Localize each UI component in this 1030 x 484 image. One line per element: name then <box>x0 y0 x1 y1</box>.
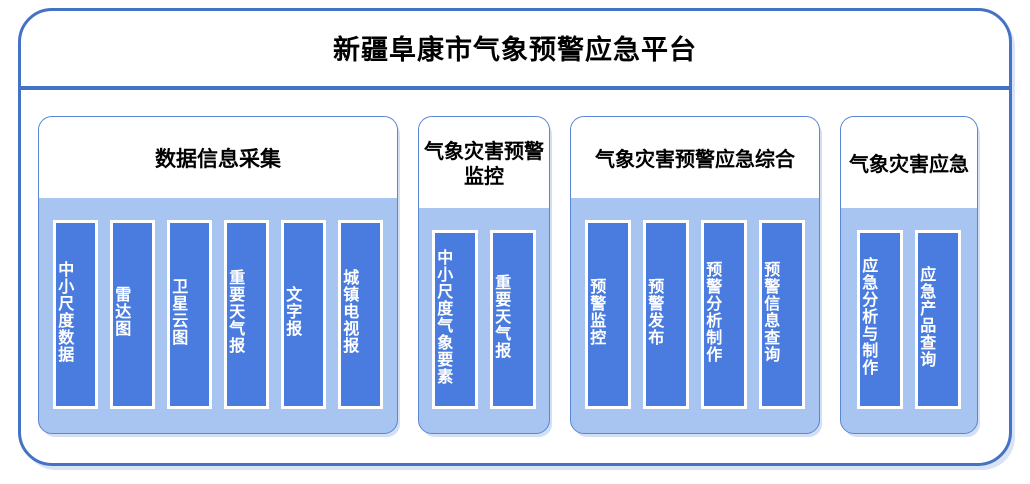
item-bar[interactable]: 预警分析制作 <box>701 220 747 409</box>
module-groups-row: 数据信息采集 中小尺度数据 雷达图 卫星云图 重要天气报 文字报 城镇电视报 气… <box>38 116 998 434</box>
group-body-disaster-warning-monitoring: 中小尺度气象要素 重要天气报 <box>419 208 549 433</box>
item-bar[interactable]: 重要天气报 <box>490 230 536 409</box>
group-body-disaster-emergency: 应急分析与制作 应急产品查询 <box>841 208 977 433</box>
group-disaster-warning-monitoring[interactable]: 气象灾害预警监控 中小尺度气象要素 重要天气报 <box>418 116 550 434</box>
group-header-disaster-emergency: 气象灾害应急 <box>841 117 977 208</box>
page-title: 新疆阜康市气象预警应急平台 <box>333 35 697 66</box>
item-bar[interactable]: 预警监控 <box>585 220 631 409</box>
item-bar[interactable]: 雷达图 <box>110 220 155 409</box>
group-body-warning-emergency-integrated: 预警监控 预警发布 预警分析制作 预警信息查询 <box>571 198 819 433</box>
item-bar[interactable]: 应急产品查询 <box>915 230 961 409</box>
title-separator <box>18 86 1012 90</box>
group-disaster-emergency[interactable]: 气象灾害应急 应急分析与制作 应急产品查询 <box>840 116 978 434</box>
item-bar[interactable]: 应急分析与制作 <box>857 230 903 409</box>
item-bar[interactable]: 城镇电视报 <box>338 220 383 409</box>
group-header-disaster-warning-monitoring: 气象灾害预警监控 <box>419 117 549 208</box>
item-bar[interactable]: 文字报 <box>281 220 326 409</box>
item-bar[interactable]: 预警发布 <box>643 220 689 409</box>
item-bar[interactable]: 中小尺度数据 <box>53 220 98 409</box>
item-bar[interactable]: 中小尺度气象要素 <box>432 230 478 409</box>
group-data-collection[interactable]: 数据信息采集 中小尺度数据 雷达图 卫星云图 重要天气报 文字报 城镇电视报 <box>38 116 398 434</box>
group-header-data-collection: 数据信息采集 <box>39 117 397 198</box>
platform-frame: 新疆阜康市气象预警应急平台 数据信息采集 中小尺度数据 雷达图 卫星云图 重要天… <box>18 8 1012 466</box>
item-bar[interactable]: 卫星云图 <box>167 220 212 409</box>
item-bar[interactable]: 重要天气报 <box>224 220 269 409</box>
group-header-warning-emergency-integrated: 气象灾害预警应急综合 <box>571 117 819 198</box>
item-bar[interactable]: 预警信息查询 <box>759 220 805 409</box>
group-warning-emergency-integrated[interactable]: 气象灾害预警应急综合 预警监控 预警发布 预警分析制作 预警信息查询 <box>570 116 820 434</box>
group-body-data-collection: 中小尺度数据 雷达图 卫星云图 重要天气报 文字报 城镇电视报 <box>39 198 397 433</box>
